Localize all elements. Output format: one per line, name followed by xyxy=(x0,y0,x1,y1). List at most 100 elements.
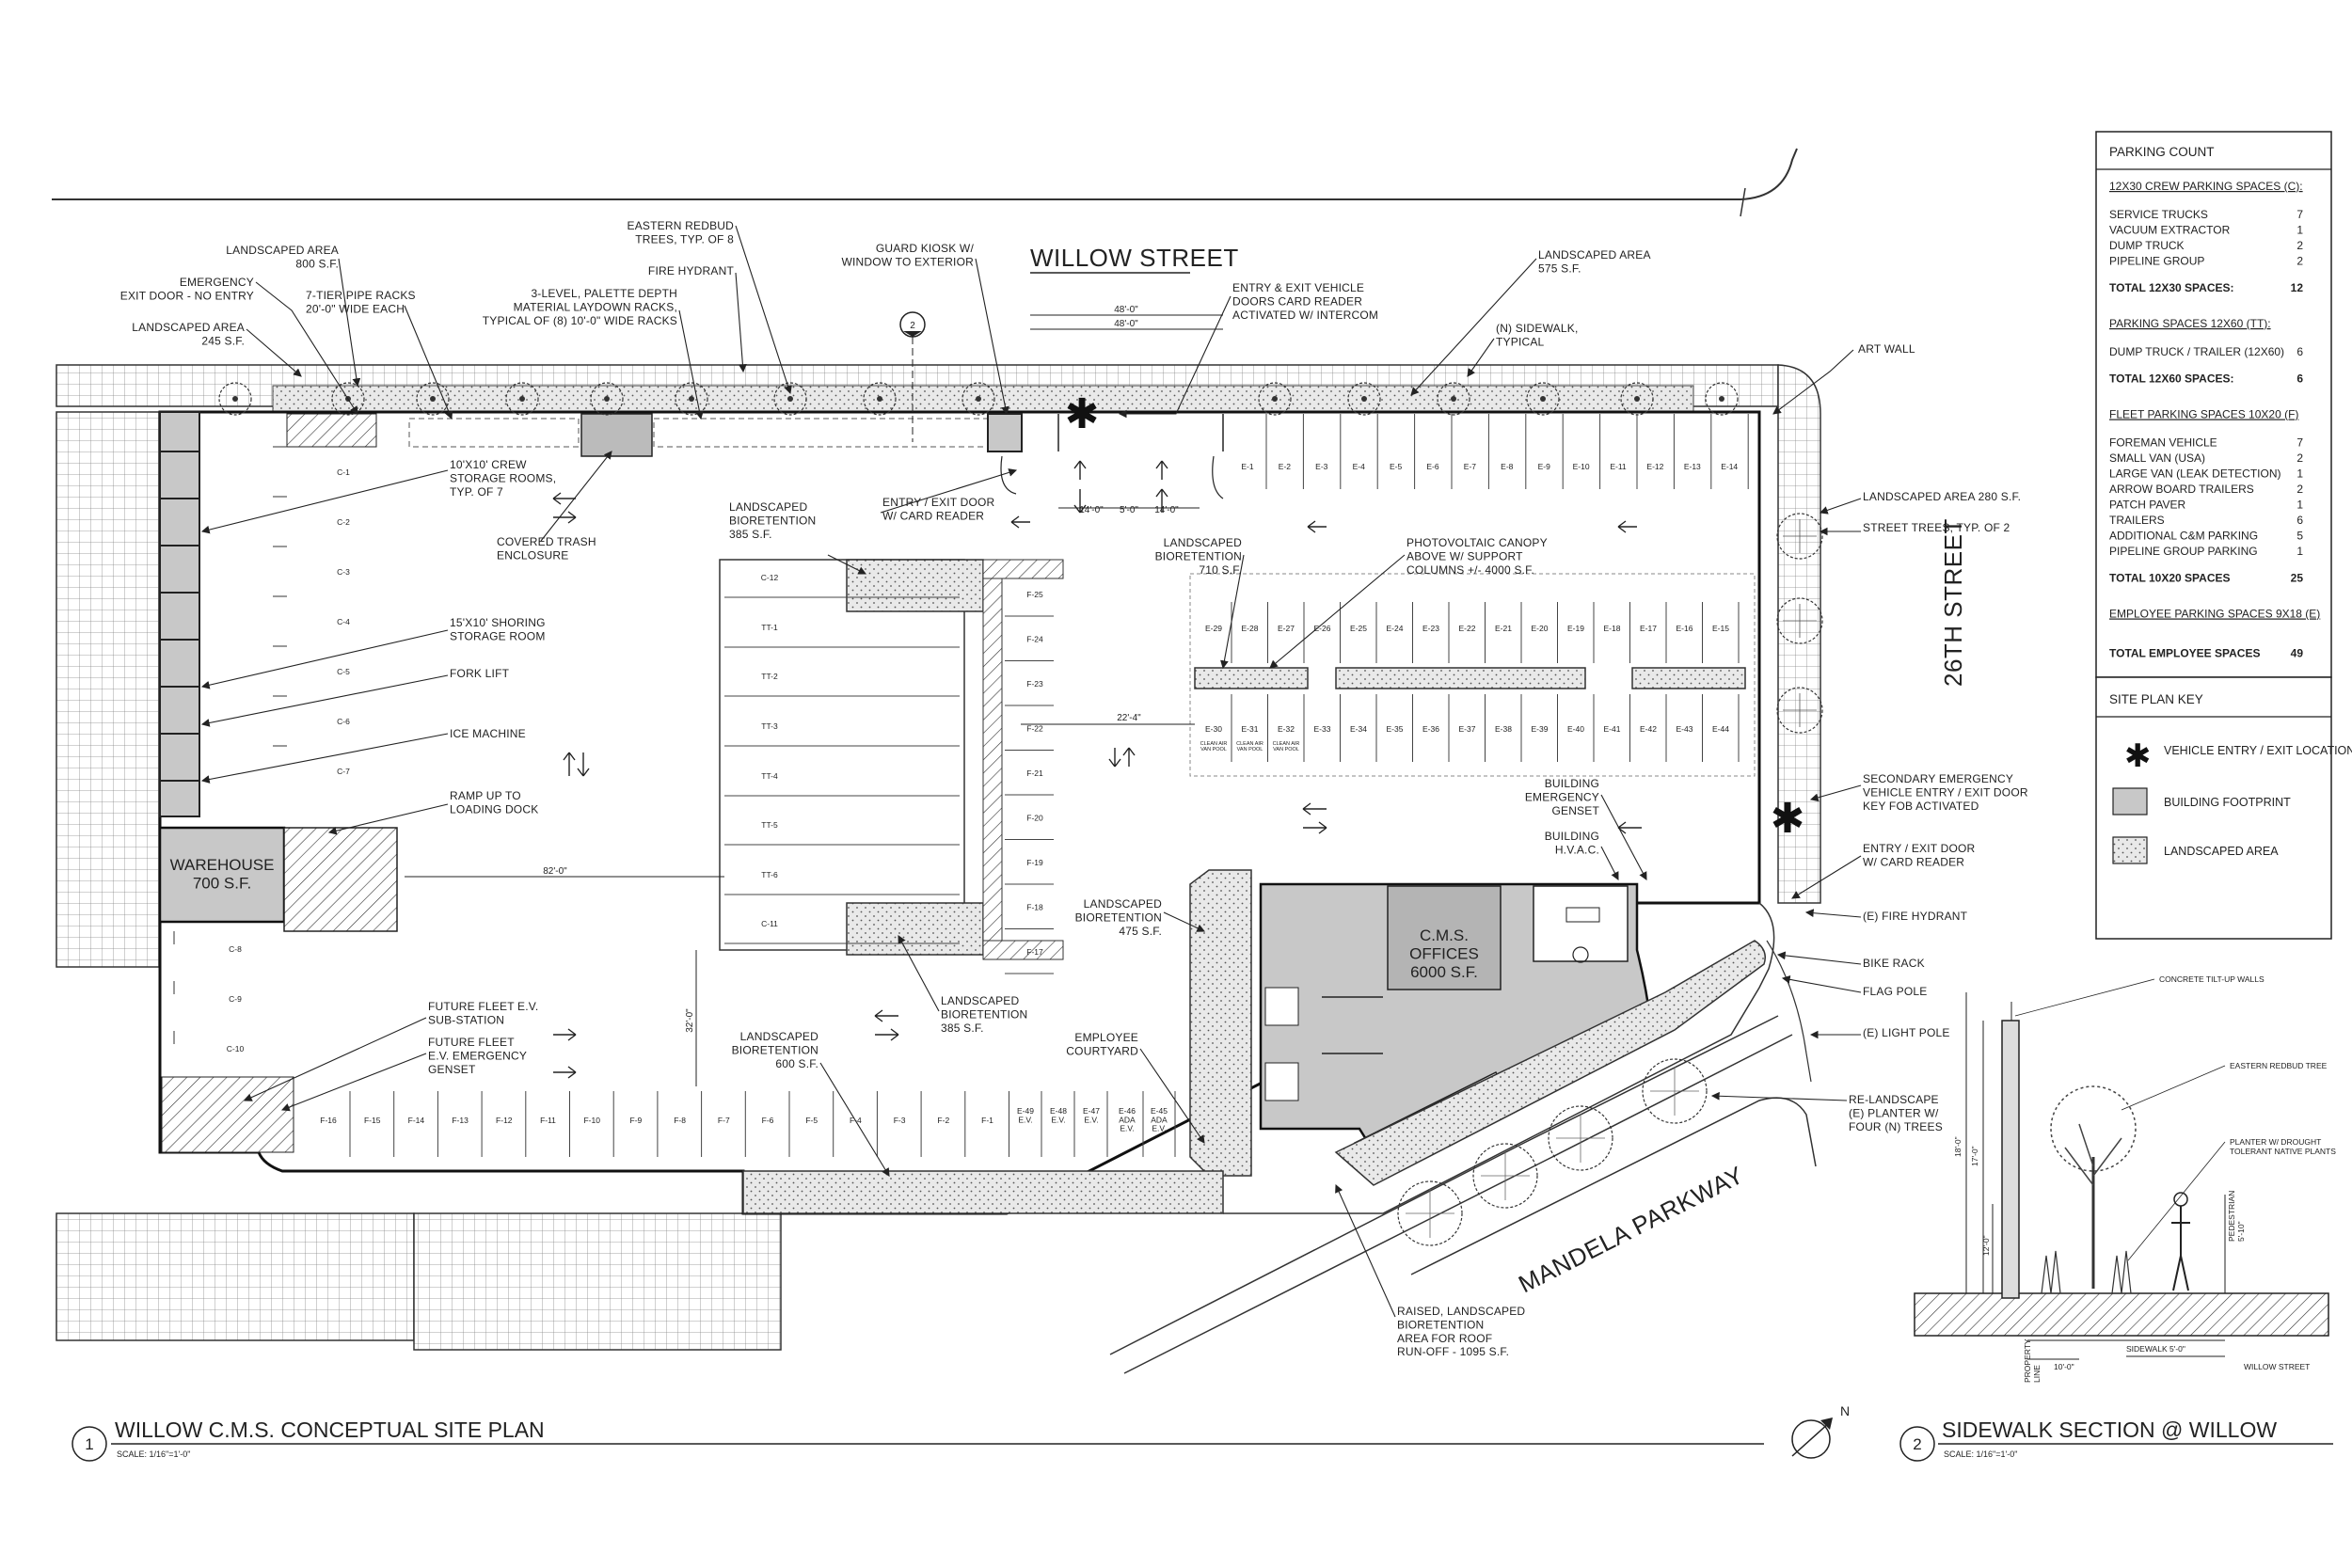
parking-row-label: PATCH PAVER xyxy=(2109,499,2185,512)
stall-employee: E-43 xyxy=(1677,724,1693,734)
stall-employee: E-7 xyxy=(1464,462,1477,471)
stall-tt: TT-3 xyxy=(761,721,778,731)
parking-row-label: VACUUM EXTRACTOR xyxy=(2109,224,2231,237)
tree-trunk-icon xyxy=(1272,396,1278,402)
callout-text: FUTURE FLEET E.V.SUB-STATION xyxy=(428,1000,538,1026)
tree-icon xyxy=(773,382,807,416)
leader-line xyxy=(1600,794,1647,880)
parking-group-header: FLEET PARKING SPACES 10X20 (F) xyxy=(2109,408,2298,421)
parking-count-title: PARKING COUNT xyxy=(2109,145,2215,159)
stall-employee: E-24 xyxy=(1387,624,1404,633)
callout-art-wall: ART WALL xyxy=(1772,342,1915,415)
stall-employee: E-10 xyxy=(1573,462,1590,471)
parking-total-count: 12 xyxy=(2291,281,2304,294)
stall-employee: E-20 xyxy=(1532,624,1549,633)
stall-employee: E-35 xyxy=(1387,724,1404,734)
leader-line xyxy=(1772,349,1854,415)
dimension-labels: 48'-0" 48'-0" 14'-0" 5'-0" 14'-0" 22'-4"… xyxy=(543,305,1179,1033)
tree-icon xyxy=(675,382,708,416)
parking-row-count: 1 xyxy=(2296,499,2303,512)
stall-tt: TT-2 xyxy=(761,672,778,681)
landscaped-swatch xyxy=(2112,836,2148,864)
svg-text:2: 2 xyxy=(910,321,915,331)
stall-fleet: F-19 xyxy=(1026,858,1043,867)
stall-tt: TT-6 xyxy=(761,870,778,879)
stall-crew: C-5 xyxy=(337,667,350,676)
parkway-tree-branches-icon xyxy=(1406,1189,1454,1238)
stall-employee: E-8 xyxy=(1501,462,1514,471)
stall-employee: E-15 xyxy=(1712,624,1729,633)
stall-employee: E-22 xyxy=(1459,624,1476,633)
vehicle-entry-marker-26th: ✱ xyxy=(1771,795,1805,843)
stall-fleet: F-13 xyxy=(452,1116,469,1125)
section-title: SIDEWALK SECTION @ WILLOW xyxy=(1942,1418,2277,1442)
stall-crew: C-6 xyxy=(337,717,350,726)
vehicle-entry-marker-willow: ✱ xyxy=(1065,390,1100,438)
section-h18: 18'-0" xyxy=(1953,1136,1963,1157)
svg-text:✱: ✱ xyxy=(1065,390,1100,438)
guard-kiosk xyxy=(987,413,1023,452)
stall-crew: C-9 xyxy=(229,994,242,1004)
leader-line xyxy=(243,1017,427,1101)
stall-employee: E-42 xyxy=(1640,724,1657,734)
parkway-tree-icon xyxy=(1397,1180,1463,1246)
svg-text:✱: ✱ xyxy=(1771,795,1805,843)
tree-trunk-icon xyxy=(1451,396,1456,402)
stall-fleet: F-17 xyxy=(1026,947,1043,957)
site-plan xyxy=(52,148,1821,1374)
leader-line xyxy=(1600,846,1619,880)
tree-icon xyxy=(1526,382,1560,416)
bioretention-top xyxy=(846,559,984,612)
leader-line xyxy=(327,803,449,835)
tree-icon xyxy=(218,382,252,416)
leader-line xyxy=(1781,975,1862,993)
callout-sidewalk-typical: (N) SIDEWALK,TYPICAL xyxy=(1467,322,1578,377)
leader-line xyxy=(678,309,704,420)
callout-future-substation: FUTURE FLEET E.V.SUB-STATION xyxy=(243,1000,538,1101)
leader-line xyxy=(280,1053,427,1112)
callout-text: FIRE HYDRANT xyxy=(648,264,735,277)
leader-line xyxy=(1467,338,1495,377)
parking-row-count: 7 xyxy=(2296,208,2303,221)
callout-text: RE-LANDSCAPE(E) PLANTER W/FOUR (N) TREES xyxy=(1849,1093,1943,1133)
dim-14-b: 14'-0" xyxy=(1154,505,1179,515)
building-footprint-swatch xyxy=(2112,787,2148,816)
section-tilt-up-label: CONCRETE TILT-UP WALLS xyxy=(2159,974,2265,984)
tree-icon xyxy=(1437,382,1470,416)
stall-fleet: F-18 xyxy=(1026,903,1043,912)
parking-total-label: TOTAL 12X30 SPACES: xyxy=(2109,281,2234,294)
tree-trunk-icon xyxy=(232,396,238,402)
26th-street-label: 26TH STREET xyxy=(1939,518,1967,687)
callout-text: FORK LIFT xyxy=(450,667,510,680)
parkway-tree-branches-icon xyxy=(1650,1067,1699,1116)
sidewalk-section-detail xyxy=(1914,992,2329,1360)
leader-line xyxy=(898,935,940,1012)
stall-employee: E-14 xyxy=(1721,462,1738,471)
leader-line xyxy=(255,281,358,415)
stall-fleet: F-23 xyxy=(1026,679,1043,689)
stall-tt: C-12 xyxy=(761,573,779,582)
callout-text: BIKE RACK xyxy=(1863,957,1925,970)
stall-fleet: F-7 xyxy=(718,1116,730,1125)
callout-ice-machine: ICE MACHINE xyxy=(200,727,526,784)
tree-trunk-icon xyxy=(1719,396,1724,402)
callout-text: STREET TREES, TYP. OF 2 xyxy=(1863,521,2010,534)
